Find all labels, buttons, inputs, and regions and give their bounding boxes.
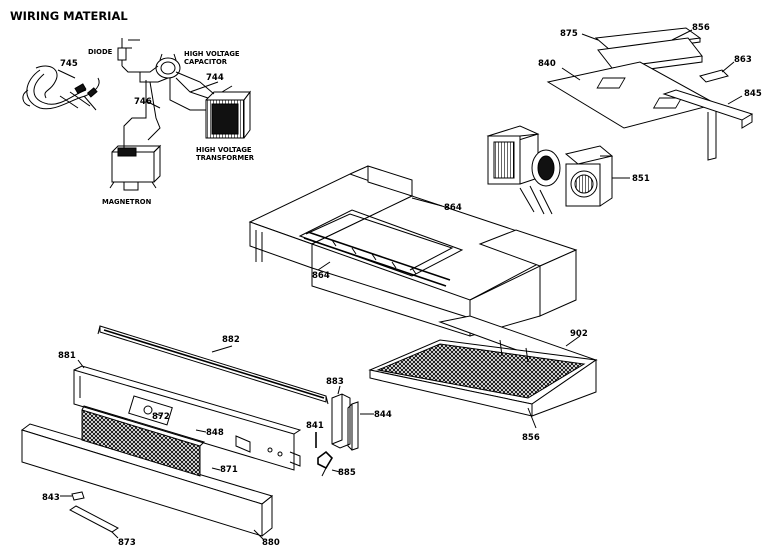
label-transformer-line2: TRANSFORMER xyxy=(196,154,255,162)
label-845: 845 xyxy=(744,89,762,99)
blower-motor-assembly: 851 xyxy=(486,125,650,215)
label-746: 746 xyxy=(134,97,152,107)
label-transformer-line1: HIGH VOLTAGE xyxy=(196,146,252,154)
label-864-top: 864 xyxy=(444,203,462,213)
bracket-883: 883 xyxy=(326,377,351,449)
magnetron: MAGNETRON xyxy=(102,144,162,206)
main-cabinet-chassis: 864 864 xyxy=(248,165,578,337)
label-840: 840 xyxy=(538,59,556,69)
clip-885: 885 xyxy=(317,450,356,478)
label-856-filter: 856 xyxy=(522,433,540,443)
diagram-title: WIRING MATERIAL xyxy=(10,9,128,23)
label-875: 875 xyxy=(560,29,578,39)
part-843: 843 xyxy=(42,491,85,503)
label-882: 882 xyxy=(222,335,240,345)
high-voltage-capacitor: HIGH VOLTAGE CAPACITOR xyxy=(155,50,240,79)
label-841: 841 xyxy=(306,421,324,431)
high-voltage-transformer: HIGH VOLTAGE TRANSFORMER xyxy=(196,90,255,162)
label-745: 745 xyxy=(60,59,78,69)
label-856: 856 xyxy=(692,23,710,33)
label-843: 843 xyxy=(42,493,60,503)
wiring-material-group: 745 DIODE HIGH VOLTAGE CAPACITOR 744 xyxy=(22,38,255,206)
label-880: 880 xyxy=(262,538,280,548)
diode: DIODE xyxy=(88,38,140,66)
label-863: 863 xyxy=(734,55,752,65)
label-844: 844 xyxy=(374,410,392,420)
control-bracket-881: 881 872 848 xyxy=(58,351,302,471)
label-871: 871 xyxy=(220,465,238,475)
filter-tray-902: 902 856 xyxy=(368,315,598,443)
label-872: 872 xyxy=(152,412,170,422)
label-744: 744 xyxy=(206,73,224,83)
label-902: 902 xyxy=(570,329,588,339)
label-881: 881 xyxy=(58,351,76,361)
label-885: 885 xyxy=(338,468,356,478)
label-864-bottom: 864 xyxy=(312,271,330,281)
label-magnetron: MAGNETRON xyxy=(102,198,152,206)
label-873: 873 xyxy=(118,538,136,548)
wire-harness-745: 745 xyxy=(22,59,100,111)
cover-plate-assembly: 875 856 840 863 845 xyxy=(538,23,762,161)
label-851: 851 xyxy=(632,174,650,184)
bracket-844: 844 xyxy=(347,401,392,451)
label-848: 848 xyxy=(206,428,224,438)
label-883: 883 xyxy=(326,377,344,387)
rail-882: 882 xyxy=(97,325,329,405)
handle-873: 873 xyxy=(69,505,136,548)
label-capacitor-line2: CAPACITOR xyxy=(184,58,228,66)
pin-841: 841 xyxy=(306,421,324,448)
label-diode: DIODE xyxy=(88,48,113,56)
label-capacitor-line1: HIGH VOLTAGE xyxy=(184,50,240,58)
front-grille-880: 871 880 xyxy=(20,405,280,548)
